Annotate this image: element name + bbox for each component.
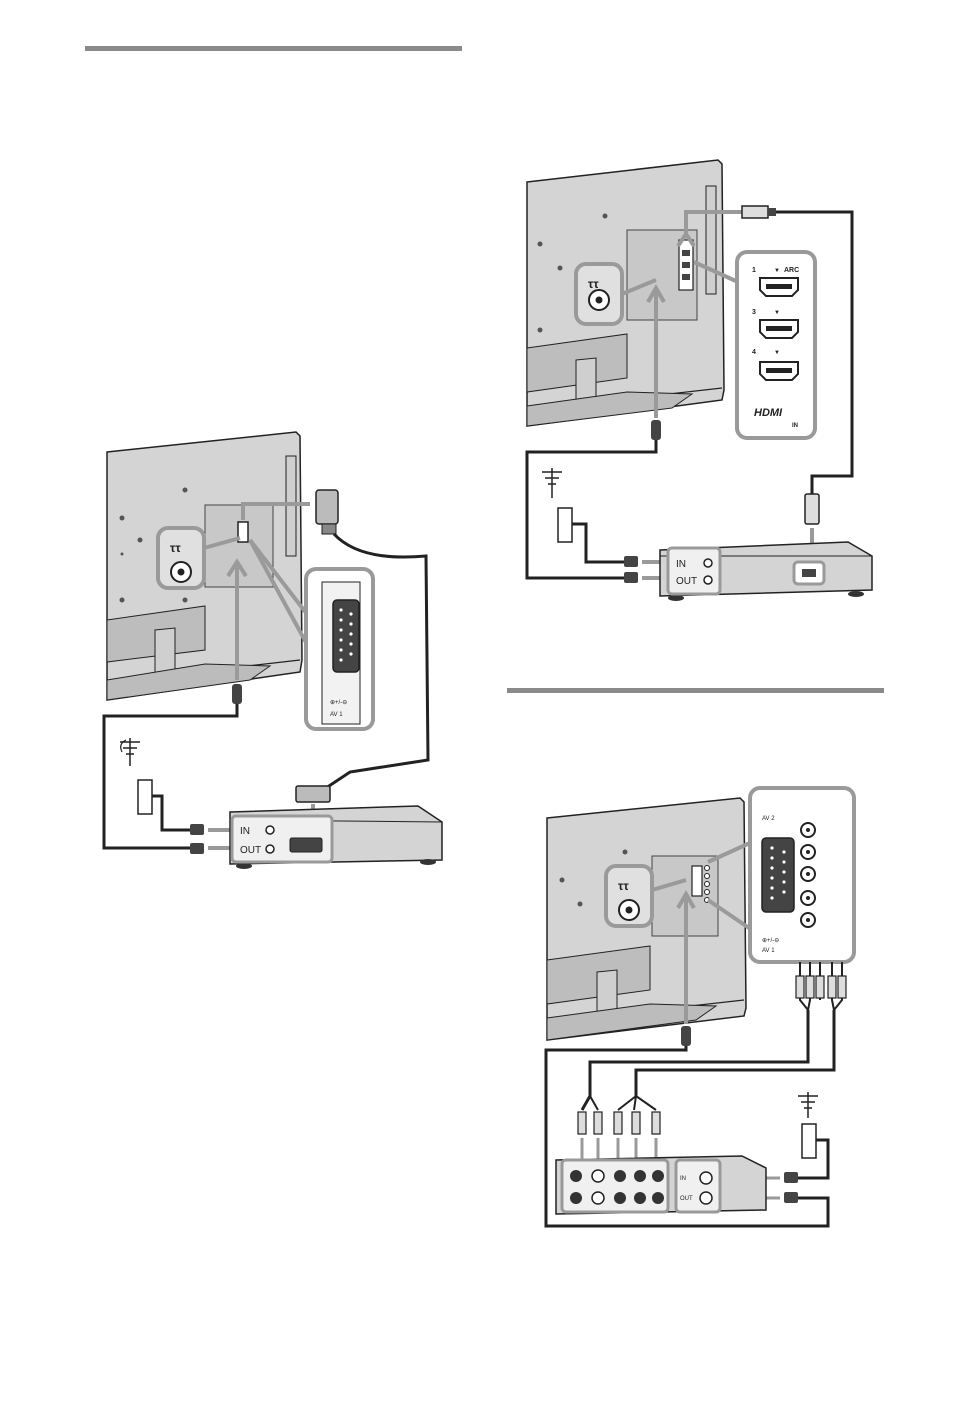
hdmi-port-1-label: 1 [752,267,756,274]
hdmi-in-label: IN [792,423,798,429]
svg-text:⊕+/-⊖: ⊕+/-⊖ [762,938,779,944]
scart-plug-top [315,489,339,535]
antenna-icon [120,738,140,766]
svg-text:ττ: ττ [170,541,181,555]
set-top-box-hdmi: IN OUT [659,541,873,601]
scart-av1-label: AV 1 [330,712,343,718]
av1-small-label: AV 1 [762,948,775,954]
vcr-box-scart: IN OUT [229,805,443,869]
av2-label: AV 2 [762,816,775,822]
section-rule-bottom-right [507,688,884,693]
tv-rear-scart: ττ [106,431,303,701]
svg-text:▼: ▼ [774,310,780,316]
vcr-in-label: IN [240,826,250,837]
svg-text:▼: ▼ [774,268,780,274]
scart-socket-panel: ⊕+/-⊖ AV 1 [304,567,375,731]
hdmi-arc-label: ARC [784,267,799,274]
svg-text:⊕+/-⊖: ⊕+/-⊖ [330,700,347,706]
scart-connection-diagram: ττ ⊕+/-⊖ AV 1 [102,431,443,869]
svg-text:ττ: ττ [588,277,599,291]
svg-text:ττ: ττ [618,879,629,893]
player-rca-jacks [570,1169,664,1205]
rca-jack-icon [800,822,816,928]
scart-socket-icon [332,599,360,673]
player-out-label: OUT [680,1196,693,1202]
hdmi-ports-panel: 1 ▼ ARC 3 ▼ 4 ▼ HDMI IN [735,250,817,440]
hdmi-logo: HDMI [754,407,783,419]
antenna-icon-hdmi [542,468,562,498]
hdmi-connection-diagram: ττ 1 ▼ ARC 3 ▼ 4 ▼ HDMI [525,159,873,601]
tv-rear-component: ττ [546,797,747,1041]
hdmi-port-3-label: 3 [752,309,756,316]
svg-text:▼: ▼ [774,350,780,356]
player-box-component: IN OUT [555,1155,767,1215]
av2-component-panel: AV 2 ⊕+/-⊖ AV 1 [748,786,856,964]
player-in-label: IN [680,1176,686,1182]
stb-in-label: IN [676,559,686,570]
hdmi-port-4-label: 4 [752,349,756,356]
component-connection-diagram: ττ AV 2 [544,786,856,1228]
wall-socket-icon [137,779,153,815]
antenna-icon-component [798,1092,818,1118]
stb-out-label: OUT [676,576,697,587]
section-rule-top-left [85,46,462,51]
vcr-out-label: OUT [240,845,261,856]
